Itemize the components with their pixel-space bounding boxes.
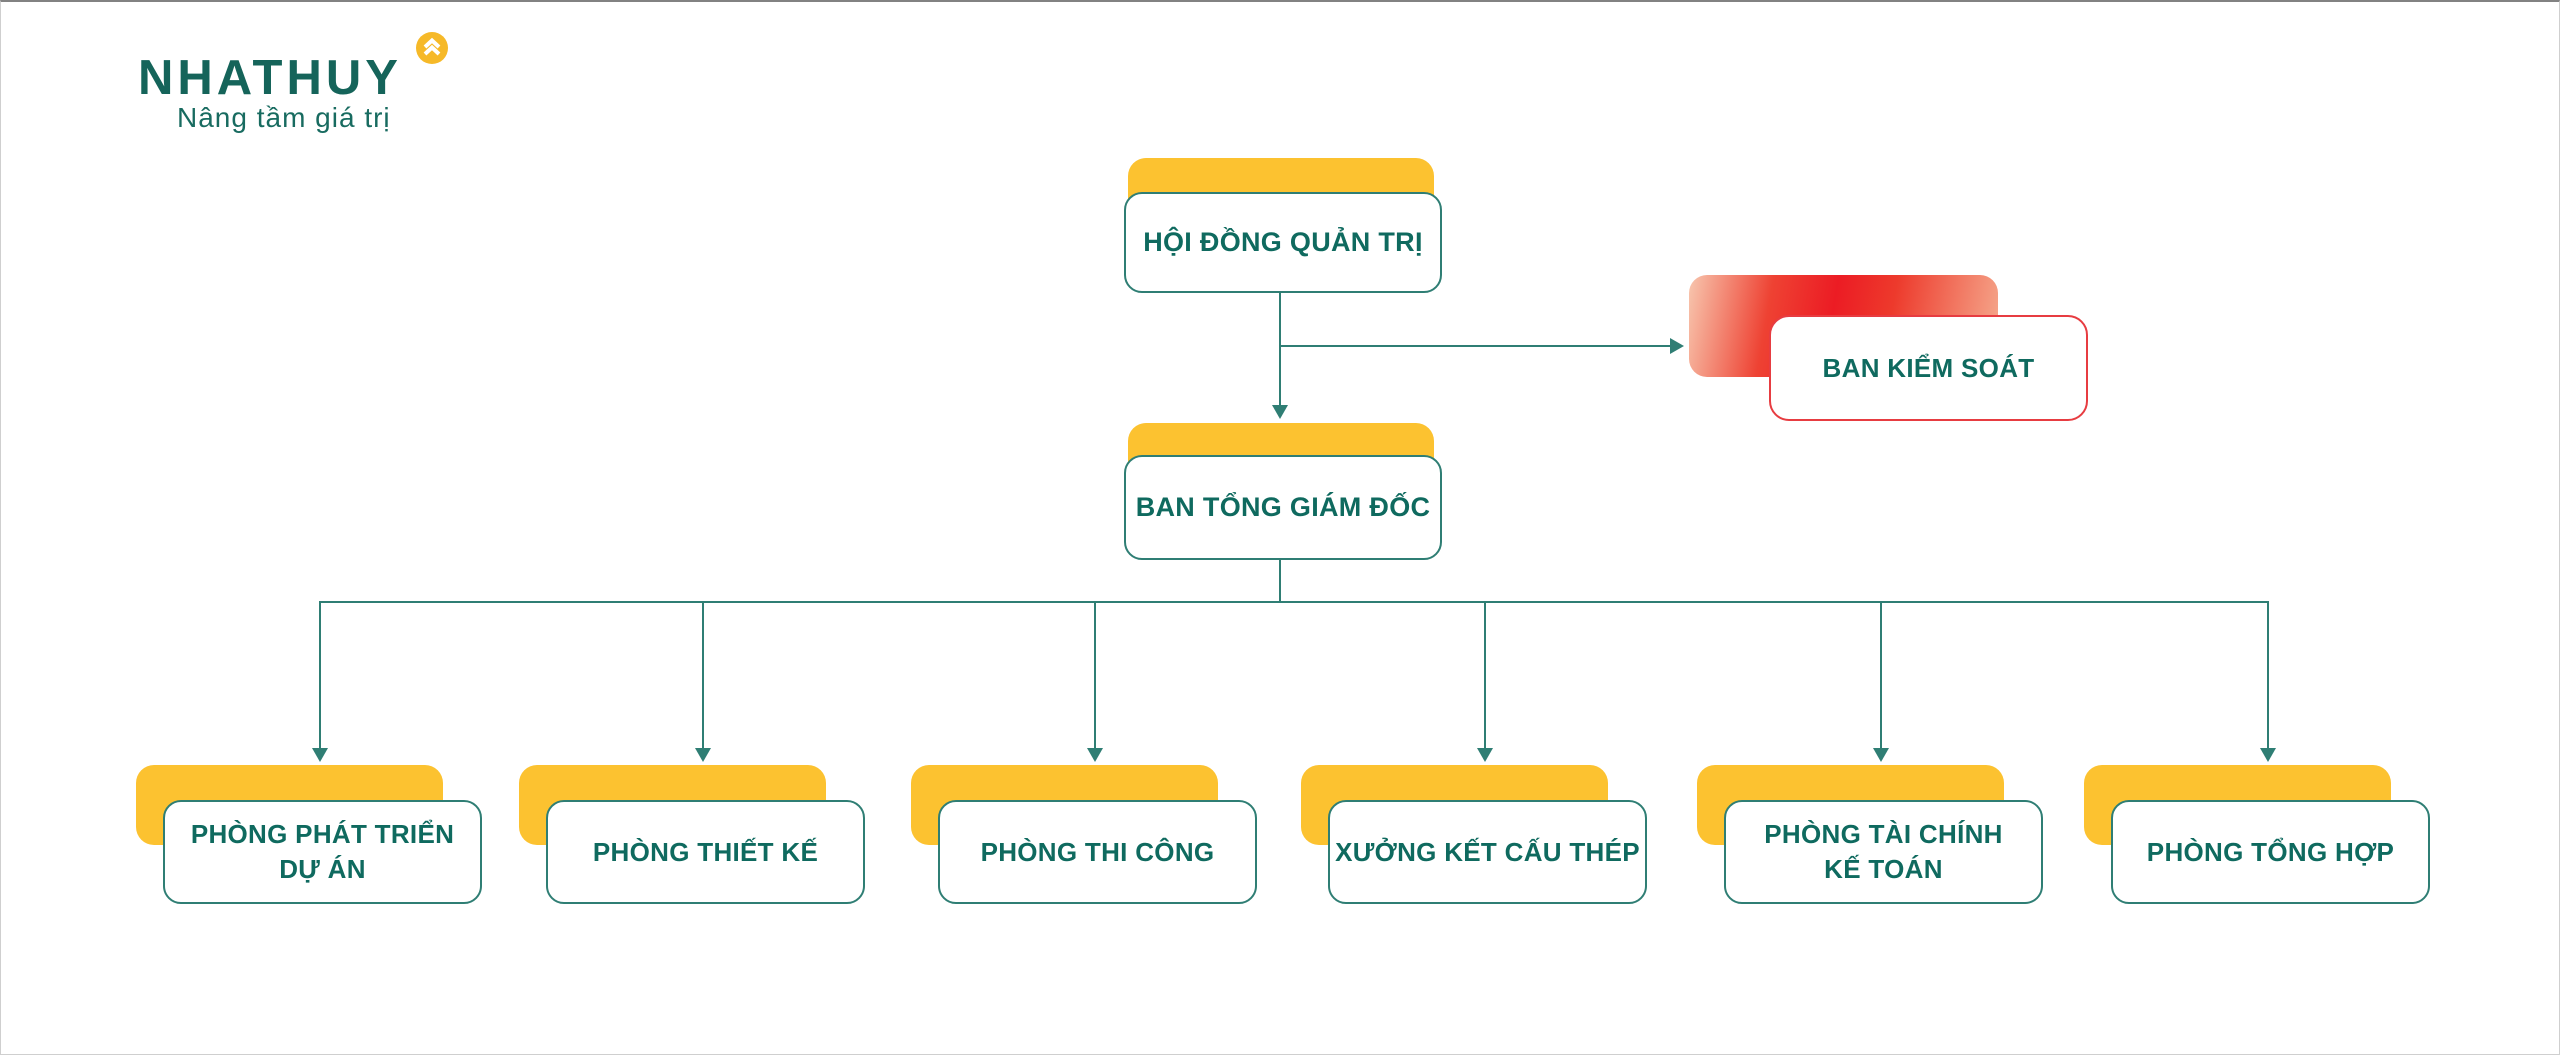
connector-executive-to-bar	[1279, 558, 1281, 603]
connector-root-to-executive	[1279, 289, 1281, 406]
connector-drop-5	[1880, 602, 1882, 748]
node-box: PHÒNG THI CÔNG	[938, 800, 1257, 904]
connector-arrowhead-down	[1087, 748, 1103, 762]
node-department-finance-accounting: PHÒNG TÀI CHÍNH KẾ TOÁN	[1697, 765, 2043, 904]
connector-drop-4	[1484, 602, 1486, 748]
connector-arrowhead-down	[2260, 748, 2276, 762]
node-department-project-development: PHÒNG PHÁT TRIỂN DỰ ÁN	[136, 765, 482, 904]
connector-drop-3	[1094, 602, 1096, 748]
node-label-line: DỰ ÁN	[279, 854, 366, 884]
node-label-line: XƯỞNG KẾT CẤU THÉP	[1335, 836, 1640, 867]
node-board-of-directors: HỘI ĐỒNG QUẢN TRỊ	[1124, 158, 1442, 293]
chevrons-up-circle-icon	[416, 32, 448, 64]
node-supervisory-board: BAN KIỂM SOÁT	[1689, 275, 2088, 421]
connector-drop-1	[319, 602, 321, 748]
node-label-line: PHÒNG TỔNG HỢP	[2146, 836, 2395, 867]
node-label: BAN KIỂM SOÁT	[1822, 352, 2035, 383]
node-box: BAN KIỂM SOÁT	[1769, 315, 2088, 421]
node-label-line: KẾ TOÁN	[1824, 854, 1943, 884]
node-label-line: PHÒNG PHÁT TRIỂN	[190, 819, 455, 849]
node-box: PHÒNG PHÁT TRIỂN DỰ ÁN	[163, 800, 482, 904]
node-label-line: PHÒNG THI CÔNG	[980, 836, 1215, 867]
node-label-line: PHÒNG TÀI CHÍNH	[1764, 819, 2003, 849]
node-label-line: PHÒNG THIẾT KẾ	[592, 836, 819, 867]
node-box: BAN TỔNG GIÁM ĐỐC	[1124, 455, 1442, 560]
node-department-design: PHÒNG THIẾT KẾ	[519, 765, 865, 904]
connector-arrowhead-down	[1272, 405, 1288, 419]
connector-drop-6	[2267, 602, 2269, 748]
connector-arrowhead-down	[1477, 748, 1493, 762]
node-department-construction: PHÒNG THI CÔNG	[911, 765, 1257, 904]
node-box: PHÒNG TỔNG HỢP	[2111, 800, 2430, 904]
connector-to-supervisory	[1280, 345, 1670, 347]
node-box: HỘI ĐỒNG QUẢN TRỊ	[1124, 192, 1442, 293]
node-label: BAN TỔNG GIÁM ĐỐC	[1135, 492, 1431, 522]
connector-arrowhead-down	[695, 748, 711, 762]
node-box: PHÒNG TÀI CHÍNH KẾ TOÁN	[1724, 800, 2043, 904]
connector-arrowhead-right	[1670, 338, 1684, 354]
brand-tagline: Nâng tầm giá trị	[177, 102, 391, 133]
node-department-general-affairs: PHÒNG TỔNG HỢP	[2084, 765, 2430, 904]
node-label: HỘI ĐỒNG QUẢN TRỊ	[1143, 227, 1423, 257]
node-box: XƯỞNG KẾT CẤU THÉP	[1328, 800, 1647, 904]
brand-name: NHATHUY	[138, 51, 402, 105]
connector-drop-2	[702, 602, 704, 748]
node-executive-board: BAN TỔNG GIÁM ĐỐC	[1124, 423, 1442, 560]
node-box: PHÒNG THIẾT KẾ	[546, 800, 865, 904]
connector-arrowhead-down	[1873, 748, 1889, 762]
node-department-steel-structure-workshop: XƯỞNG KẾT CẤU THÉP	[1301, 765, 1647, 904]
connector-distribution-bar	[319, 601, 2269, 603]
connector-arrowhead-down	[312, 748, 328, 762]
